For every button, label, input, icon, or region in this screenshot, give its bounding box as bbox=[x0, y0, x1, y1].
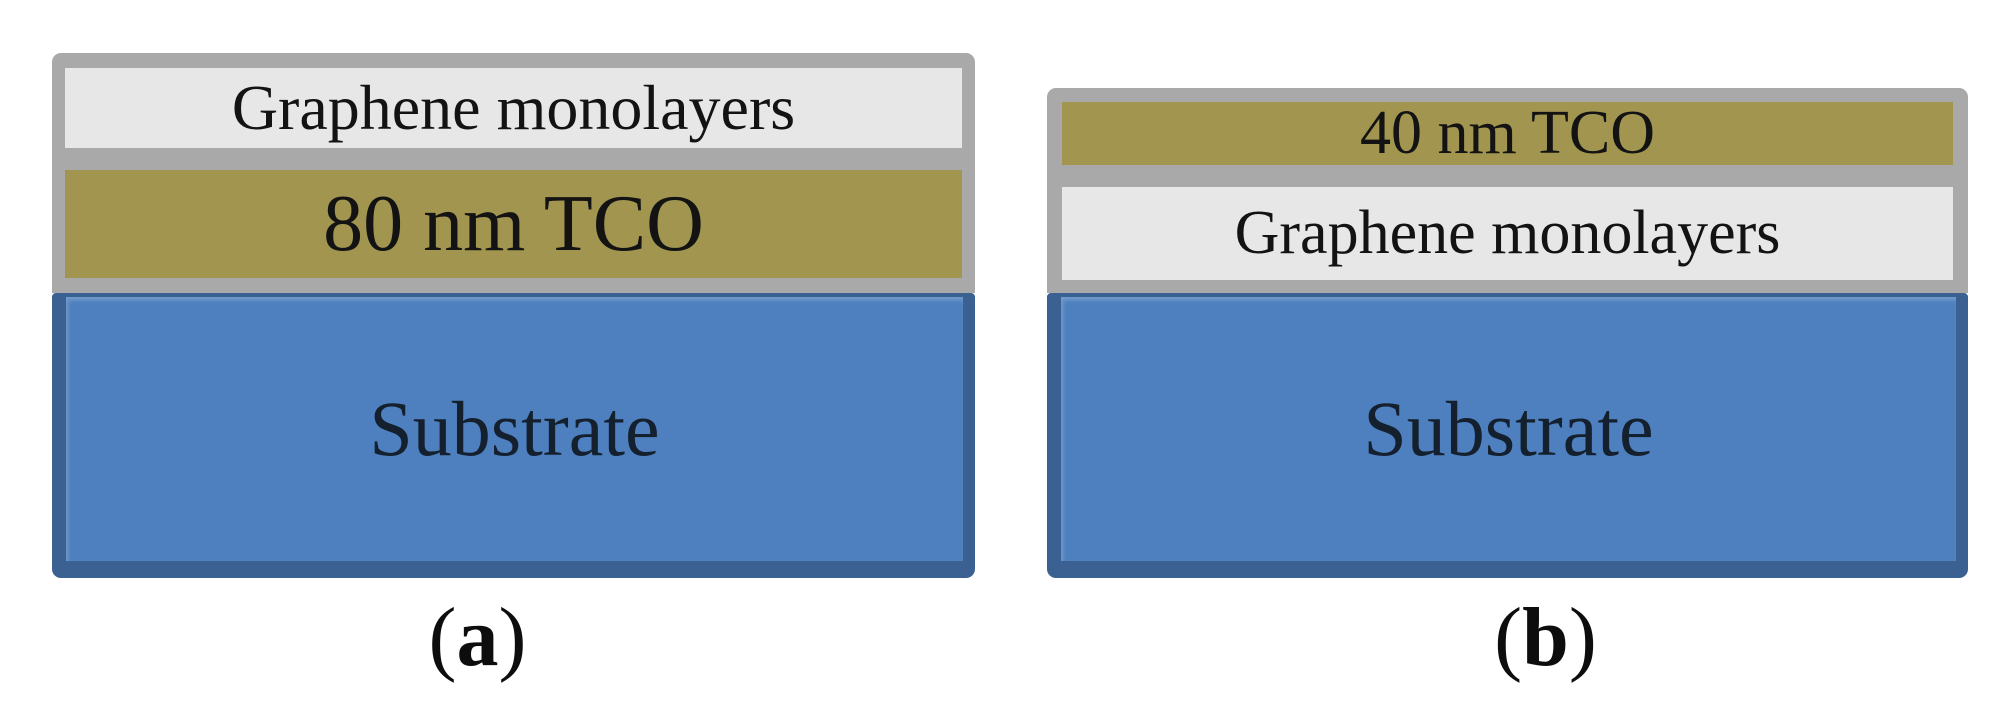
panel-a-film-frame: Graphene monolayers 80 nm TCO bbox=[52, 53, 975, 293]
panel-a-tco-layer: 80 nm TCO bbox=[65, 170, 962, 278]
panel-b-caption: (b) bbox=[1085, 596, 2001, 680]
panel-a-caption-close: ) bbox=[498, 591, 527, 684]
panel-b-caption-open: ( bbox=[1494, 591, 1523, 684]
panel-a-graphene-layer: Graphene monolayers bbox=[65, 68, 962, 148]
panel-b-tco-label: 40 nm TCO bbox=[1359, 99, 1656, 167]
panel-b-graphene-layer: Graphene monolayers bbox=[1062, 187, 1953, 280]
panel-b-tco-layer: 40 nm TCO bbox=[1062, 99, 1953, 167]
panel-a-graphene-label: Graphene monolayers bbox=[231, 72, 796, 143]
panel-a-caption: (a) bbox=[16, 596, 939, 680]
panel-b-caption-close: ) bbox=[1568, 591, 1597, 684]
panel-b-graphene-label: Graphene monolayers bbox=[1234, 199, 1781, 267]
panel-b-film-frame: 40 nm TCO Graphene monolayers bbox=[1047, 88, 1968, 293]
panel-b-substrate-layer: Substrate bbox=[1047, 293, 1968, 578]
panel-a-caption-open: ( bbox=[428, 591, 457, 684]
panel-b-substrate-label: Substrate bbox=[1363, 385, 1654, 472]
panel-a-substrate-label: Substrate bbox=[369, 385, 660, 472]
panel-a-tco-label: 80 nm TCO bbox=[323, 179, 704, 268]
panel-b-caption-letter: b bbox=[1522, 591, 1569, 684]
panel-a-substrate-layer: Substrate bbox=[52, 293, 975, 578]
panel-a-caption-letter: a bbox=[456, 591, 499, 684]
